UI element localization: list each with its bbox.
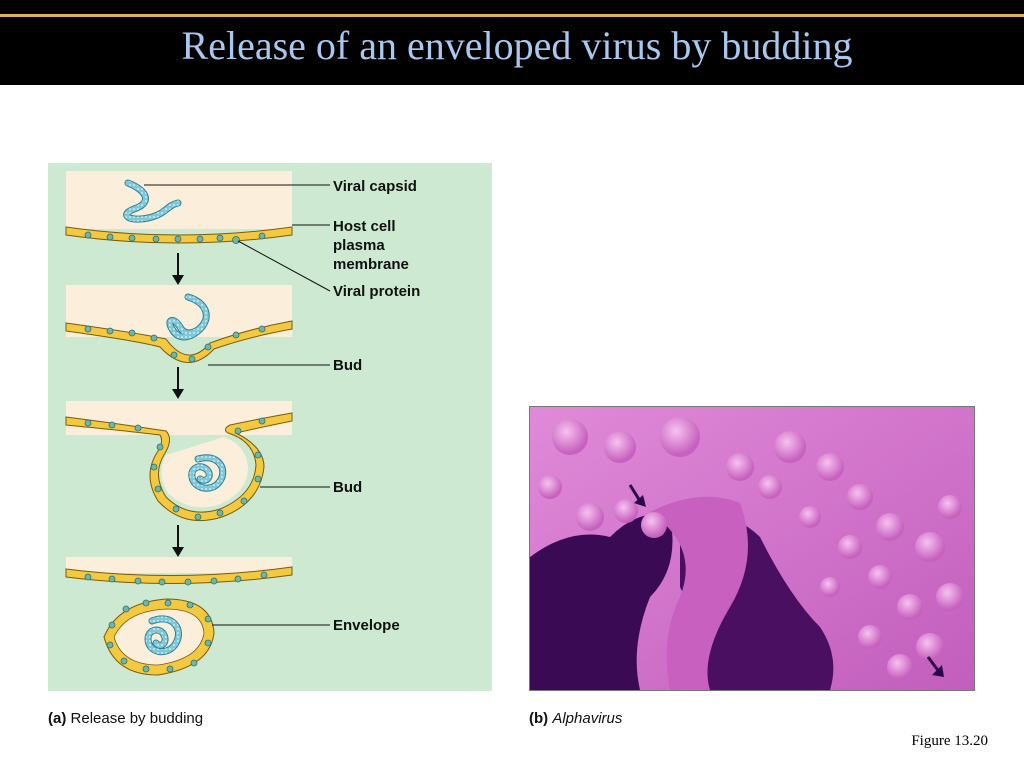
stage-3	[65, 401, 293, 522]
label-host-cell-line2: plasma	[333, 237, 385, 254]
caption-b: (b) Alphavirus	[529, 710, 622, 727]
caption-b-text: Alphavirus	[552, 710, 623, 727]
label-envelope: Envelope	[333, 617, 400, 634]
slide-title: Release of an enveloped virus by budding	[181, 23, 853, 68]
stage-2	[65, 285, 293, 363]
leader-lines	[144, 184, 331, 626]
stage-1	[65, 171, 293, 244]
caption-b-prefix: (b)	[529, 710, 549, 727]
micrograph-image	[530, 407, 974, 690]
title-rule	[0, 14, 1024, 17]
dark-region	[530, 514, 673, 690]
label-host-cell-line1: Host cell	[333, 218, 396, 235]
arrow-down	[172, 253, 184, 285]
label-viral-protein: Viral protein	[333, 283, 421, 300]
viral-proteins	[84, 231, 266, 244]
virion-buds	[538, 417, 964, 680]
label-viral-capsid: Viral capsid	[333, 178, 417, 195]
budding-diagram	[65, 171, 331, 676]
caption-a-prefix: (a)	[48, 710, 67, 727]
cytoplasm	[66, 401, 292, 435]
figure-reference: Figure 13.20	[911, 733, 988, 749]
cytoplasm	[66, 557, 292, 573]
plasma-membrane	[65, 320, 293, 363]
label-bud-1: Bud	[333, 357, 363, 374]
alphavirus-micrograph	[529, 406, 975, 691]
arrow-down	[172, 367, 184, 399]
caption-a: (a) Release by budding	[48, 710, 203, 727]
stage-4	[65, 557, 293, 676]
label-bud-2: Bud	[333, 479, 363, 496]
arrow-marker	[926, 656, 944, 677]
caption-a-text: Release by budding	[70, 710, 204, 727]
arrow-marker	[628, 484, 646, 507]
arrow-down	[172, 525, 184, 557]
label-host-cell-line3: membrane	[333, 256, 409, 273]
